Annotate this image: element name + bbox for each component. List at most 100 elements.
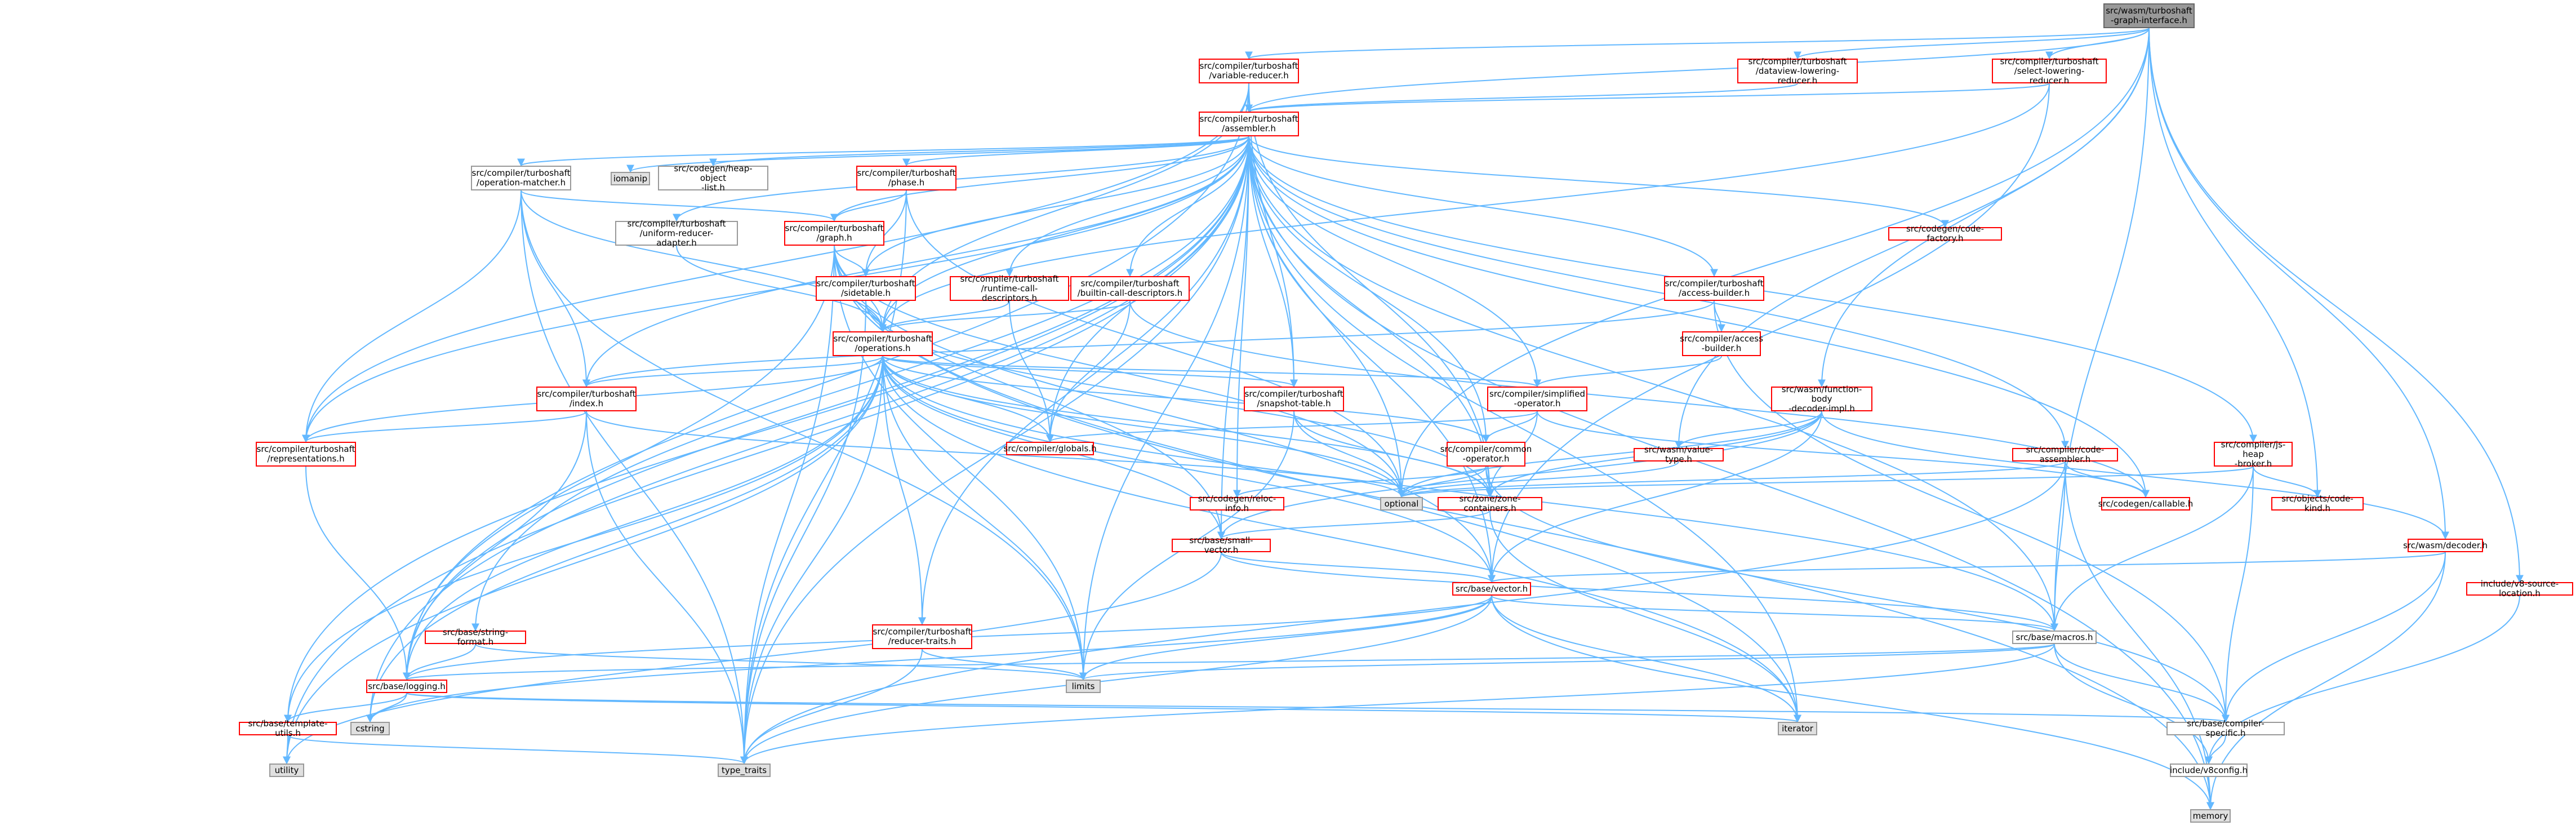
edge-js_heap_broker-to-code_kind [2253, 466, 2321, 498]
graph-node-operation-matcher[interactable]: src/compiler/turboshaft /operation-match… [471, 166, 571, 190]
graph-node-iterator[interactable]: iterator [1778, 722, 1817, 735]
graph-node-vector[interactable]: src/base/vector.h [1452, 582, 1531, 596]
graph-node-representations[interactable]: src/compiler/turboshaft /representations… [256, 442, 356, 467]
graph-node-code-assembler[interactable]: src/compiler/code-assembler.h [2012, 445, 2118, 464]
graph-node-graph[interactable]: src/compiler/turboshaft /graph.h [784, 221, 884, 246]
edge-assembler-to-vector [1248, 136, 1496, 583]
edge-operations-to-index [582, 356, 883, 388]
edge-function_body_decoder_impl-to-value_type [1675, 411, 1822, 449]
graph-node-memory[interactable]: memory [2190, 809, 2231, 823]
graph-node-operations[interactable]: src/compiler/turboshaft /operations.h [833, 331, 933, 356]
edge-assembler-to-callable [1248, 136, 2150, 498]
graph-node-builtin-call-descriptors[interactable]: src/compiler/turboshaft /builtin-call-de… [1070, 276, 1190, 301]
edge-decoder-to-vector [1488, 552, 2446, 583]
graph-node-code-factory[interactable]: src/codegen/code-factory.h [1888, 224, 2002, 243]
graph-node-v8config[interactable]: include/v8config.h [2170, 764, 2248, 777]
edge-graph-to-memory [834, 245, 2214, 810]
graph-node-reducer-traits[interactable]: src/compiler/turboshaft /reducer-traits.… [872, 624, 972, 649]
edge-access_builder-to-simplified_operator [1533, 356, 1722, 388]
edge-variable_reducer-to-logging [403, 83, 1249, 681]
edge-operation_matcher-to-type_traits [520, 190, 748, 765]
edge-assembler-to-index [582, 136, 1249, 388]
graph-node-zone-containers[interactable]: src/zone/zone-containers.h [1438, 494, 1542, 513]
graph-node-reloc-info[interactable]: src/codegen/reloc-info.h [1190, 494, 1284, 513]
edge-logging-to-compiler_specific [406, 693, 2229, 723]
edge-assembler-to-memory [1248, 136, 2214, 810]
edge-operation_matcher-to-limits [520, 190, 1087, 681]
edge-vector-to-memory [1491, 595, 2214, 810]
graph-node-logging[interactable]: src/base/logging.h [366, 680, 447, 693]
edge-assembler-to-code_assembler [1248, 136, 2069, 449]
edge-assembler-to-macros [1248, 136, 2058, 632]
edge-compiler_specific-to-v8config [2205, 735, 2226, 765]
graph-node-value-type[interactable]: src/wasm/value-type.h [1634, 445, 1724, 464]
edge-wasm_turboshaft_graph_interface-to-assembler [1245, 28, 2150, 113]
graph-node-globals[interactable]: src/compiler/globals.h [1003, 442, 1097, 455]
edge-logging-to-iterator [406, 693, 1801, 723]
edge-assembler-to-small_vector [1217, 136, 1249, 540]
graph-node-simplified-operator[interactable]: src/compiler/simplified -operator.h [1487, 387, 1587, 411]
edge-vector-to-iterator [1491, 595, 1801, 723]
graph-node-optional[interactable]: optional [1380, 497, 1423, 511]
edge-assembler-to-operation_matcher [517, 136, 1249, 167]
graph-node-snapshot-table[interactable]: src/compiler/turboshaft /snapshot-table.… [1244, 387, 1344, 411]
graph-node-common-operator[interactable]: src/compiler/common -operator.h [1440, 442, 1532, 467]
edge-function_body_decoder_impl-to-small_vector [1217, 411, 1822, 540]
graph-node-uniform-reducer-adapter[interactable]: src/compiler/turboshaft /uniform-reducer… [615, 219, 738, 247]
graph-node-limits[interactable]: limits [1066, 680, 1101, 693]
graph-node-dataview-lowering-reducer[interactable]: src/compiler/turboshaft /dataview-loweri… [1737, 56, 1858, 85]
edge-assembler-to-code_factory [1248, 136, 1949, 228]
graph-node-wasm-turboshaft-graph-interface[interactable]: src/wasm/turboshaft -graph-interface.h [2103, 3, 2195, 28]
graph-node-runtime-call-descriptors[interactable]: src/compiler/turboshaft /runtime-call-de… [950, 274, 1069, 303]
graph-node-utility[interactable]: utility [269, 764, 304, 777]
graph-node-iomanip[interactable]: iomanip [611, 172, 650, 185]
graph-node-template-utils[interactable]: src/base/template-utils.h [239, 719, 337, 738]
edge-runtime_call_descriptors-to-operations [879, 300, 1010, 332]
edge-graph-to-vector [834, 245, 1496, 583]
edge-access_builder_ts-to-compiler_specific [1714, 300, 2230, 723]
graph-node-sidetable[interactable]: src/compiler/turboshaft /sidetable.h [816, 276, 916, 301]
edge-zone_containers-to-small_vector [1217, 510, 1491, 540]
edge-wasm_turboshaft_graph_interface-to-datavew_lowering_reducer [1794, 28, 2150, 60]
edge-assembler-to-phase [902, 136, 1249, 167]
graph-node-assembler[interactable]: src/compiler/turboshaft /assembler.h [1199, 112, 1299, 136]
graph-node-small-vector[interactable]: src/base/small-vector.h [1172, 536, 1271, 555]
edge-code_assembler-to-macros [2050, 461, 2066, 632]
edge-decoder-to-memory [2206, 552, 2446, 810]
edge-datavew_lowering_reducer-to-assembler [1245, 83, 1798, 113]
graph-node-compiler-specific[interactable]: src/base/compiler-specific.h [2166, 719, 2285, 738]
graph-node-index[interactable]: src/compiler/turboshaft /index.h [536, 387, 637, 411]
edge-operations-to-snapshot_table [882, 356, 1298, 388]
graph-node-cstring[interactable]: cstring [350, 722, 390, 735]
edge-operation_matcher-to-graph [520, 190, 838, 222]
graph-node-variable-reducer[interactable]: src/compiler/turboshaft /variable-reduce… [1199, 59, 1299, 83]
graph-node-turboshaft-access-builder[interactable]: src/compiler/turboshaft /access-builder.… [1664, 276, 1764, 301]
edge-assembler-to-runtime_call_descriptors [1006, 136, 1249, 277]
edge-phase-to-type_traits [740, 190, 907, 765]
graph-node-function-body-decoder-impl[interactable]: src/wasm/function-body -decoder-impl.h [1771, 384, 1872, 413]
edge-assembler-to-graph [830, 136, 1249, 222]
edge-phase-to-graph [830, 190, 907, 222]
graph-node-select-lowering-reducer[interactable]: src/compiler/turboshaft /select-lowering… [1992, 56, 2107, 85]
edge-wasm_turboshaft_graph_interface-to-variable_reducer [1245, 28, 2150, 60]
graph-node-decoder[interactable]: src/wasm/decoder.h [2403, 539, 2488, 552]
edge-code_assembler-to-callable [2065, 461, 2150, 498]
graph-node-v8-source-location[interactable]: include/v8-source-location.h [2466, 579, 2573, 598]
edge-logging-to-cstring [366, 693, 407, 723]
graph-node-string-format[interactable]: src/base/string-format.h [425, 628, 526, 647]
graph-node-heap-object-list[interactable]: src/codegen/heap-object -list.h [658, 163, 768, 192]
graph-node-phase[interactable]: src/compiler/turboshaft /phase.h [856, 166, 956, 190]
graph-node-js-heap-broker[interactable]: src/compiler/js-heap -broker.h [2214, 440, 2293, 468]
graph-node-type-traits[interactable]: type_traits [718, 764, 771, 777]
graph-node-access-builder[interactable]: src/compiler/access -builder.h [1680, 331, 1763, 356]
graph-node-code-kind[interactable]: src/objects/code-kind.h [2271, 494, 2364, 513]
edge-assembler-to-builtin_call_descriptors [1126, 136, 1249, 277]
edge-operation_matcher-to-representations [302, 190, 522, 443]
edge-vector-to-type_traits [740, 595, 1492, 765]
edge-operation_matcher-to-index [520, 190, 590, 388]
graph-node-macros[interactable]: src/base/macros.h [2012, 631, 2097, 644]
edge-select_lowering_reducer-to-assembler [1245, 83, 2050, 113]
graph-node-callable[interactable]: src/codegen/callable.h [2098, 497, 2193, 511]
